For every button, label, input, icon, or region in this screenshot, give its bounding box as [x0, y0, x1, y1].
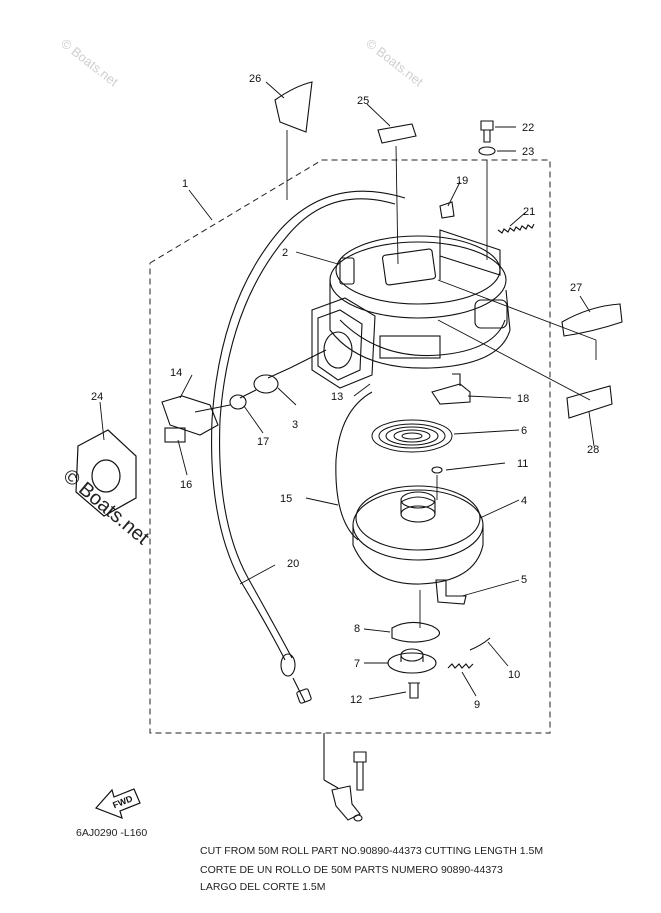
drive-plate — [391, 621, 441, 643]
callout-19: 19 — [456, 175, 468, 187]
callout-27: 27 — [570, 282, 582, 294]
bolt-12 — [408, 682, 420, 699]
friction-plate — [387, 648, 437, 674]
washer-23 — [478, 146, 496, 156]
callout-4: 4 — [521, 495, 527, 507]
diagram-code: 6AJ0290 -L160 — [76, 827, 147, 839]
callout-15: 15 — [280, 493, 292, 505]
screw-22 — [480, 120, 494, 143]
spring-9 — [447, 663, 474, 669]
callout-9: 9 — [474, 699, 480, 711]
cable-end-lower — [292, 677, 306, 703]
callout-24: 24 — [91, 391, 103, 403]
label-25-sticker — [377, 123, 417, 144]
callout-5: 5 — [521, 574, 527, 586]
clip-19 — [439, 201, 455, 219]
callout-18: 18 — [517, 393, 529, 405]
callout-7: 7 — [354, 658, 360, 670]
callout-25: 25 — [357, 95, 369, 107]
callout-17: 17 — [257, 436, 269, 448]
callout-14: 14 — [170, 367, 182, 379]
pawl-5 — [435, 579, 467, 605]
label-26-sticker — [274, 81, 313, 133]
label-27-sticker — [561, 303, 623, 337]
spring-10 — [469, 637, 491, 651]
callout-8: 8 — [354, 623, 360, 635]
callout-1: 1 — [182, 178, 188, 190]
label-28-sticker — [566, 385, 613, 419]
footer-line-1: CUT FROM 50M ROLL PART NO.90890-44373 CU… — [200, 845, 543, 857]
cable-end-cap — [296, 688, 312, 704]
callout-11: 11 — [517, 458, 528, 470]
callout-22: 22 — [522, 122, 534, 134]
watermark-top-center: © Boats.net — [363, 36, 426, 90]
callout-21: 21 — [523, 206, 535, 218]
callout-10: 10 — [508, 669, 520, 681]
fwd-arrow-icon: FWD — [94, 788, 141, 819]
circlip-11 — [431, 466, 443, 474]
spring-21 — [497, 223, 535, 234]
watermark-top-left: © Boats.net — [58, 36, 121, 90]
callout-16: 16 — [180, 479, 192, 491]
assembly-boundary — [149, 159, 551, 734]
cable-guide — [161, 331, 353, 443]
callout-28: 28 — [587, 444, 599, 456]
callout-13: 13 — [331, 391, 343, 403]
spiral-spring — [371, 419, 453, 453]
rope-pulley — [352, 485, 484, 585]
callout-26: 26 — [249, 73, 261, 85]
watermark-left: © Boats.net — [59, 465, 154, 549]
footer-line-2: CORTE DE UN ROLLO DE 50M PARTS NUMERO 90… — [200, 864, 503, 876]
lower-bracket — [323, 733, 367, 822]
callout-6: 6 — [521, 425, 527, 437]
cable-end-fitting — [280, 653, 296, 677]
grommet-24 — [75, 429, 137, 517]
callout-23: 23 — [522, 146, 534, 158]
bracket-18 — [431, 373, 471, 405]
leader-lines — [99, 81, 597, 700]
rope-15 — [335, 391, 373, 541]
callout-2: 2 — [282, 247, 288, 259]
starter-cable-inner — [219, 198, 396, 659]
callout-20: 20 — [287, 558, 299, 570]
starter-cable — [211, 190, 406, 661]
callout-3: 3 — [292, 419, 298, 431]
starter-housing — [311, 229, 511, 389]
callout-12: 12 — [350, 694, 362, 706]
footer-line-3: LARGO DEL CORTE 1.5M — [200, 881, 325, 893]
